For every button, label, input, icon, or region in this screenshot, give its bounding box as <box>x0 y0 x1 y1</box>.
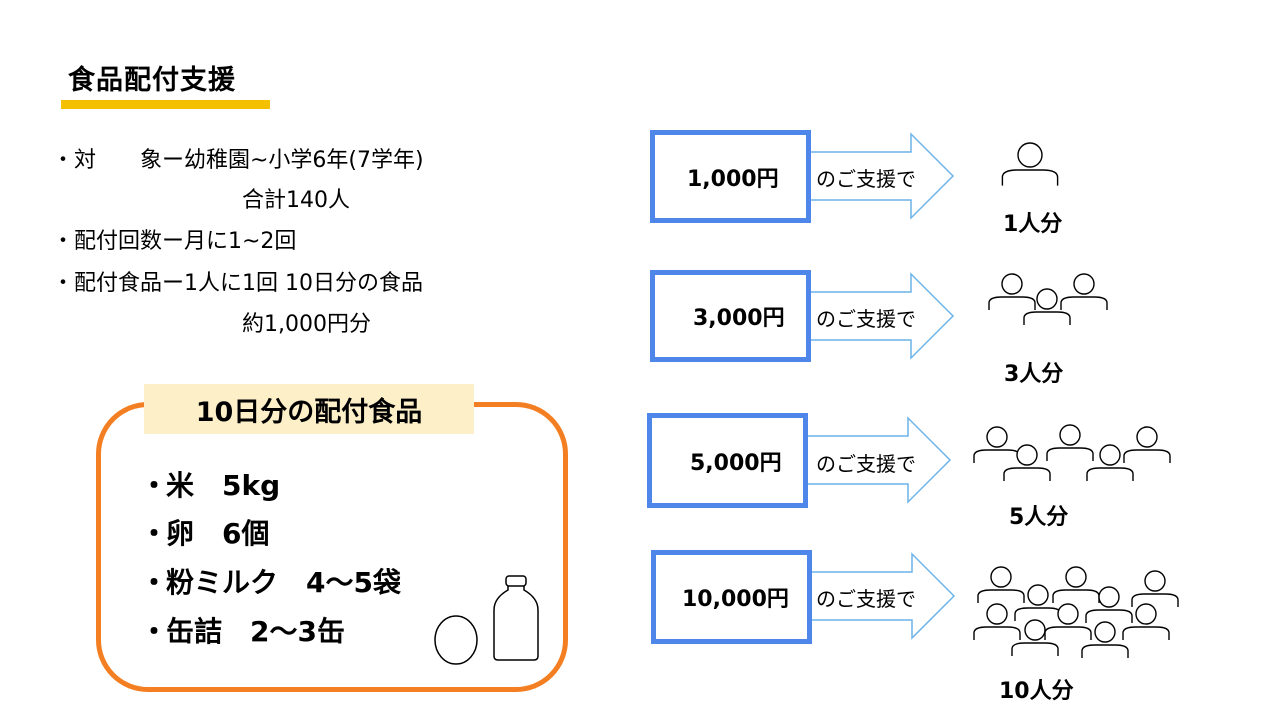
arrow-label: のご支援で <box>816 167 916 191</box>
food-item-rice: ・米 5kg <box>140 464 280 504</box>
person-icon <box>1131 570 1179 607</box>
food-box-heading: 10日分の配付食品 <box>144 384 474 434</box>
arrow-right-icon <box>811 272 955 360</box>
arrow-right-icon <box>811 132 955 220</box>
bullet: ・ <box>140 615 169 648</box>
people-group-5 <box>973 424 1171 481</box>
person-icon <box>1044 603 1092 640</box>
person-icon <box>1081 621 1129 658</box>
person-icon <box>1123 426 1171 463</box>
frequency-line: ・配付回数ー月に1~2回 <box>52 229 297 254</box>
arrow-label: のご支援で <box>816 307 916 331</box>
amount-box-5000: 5,000円 <box>647 413 808 508</box>
milk-bottle-icon <box>493 575 539 661</box>
food-item-text: 缶詰 2〜3缶 <box>166 615 345 648</box>
amount-box-10000: 10,000円 <box>651 550 812 644</box>
food-item-text: 米 5kg <box>166 469 281 502</box>
person-icon <box>1060 273 1108 310</box>
bullet: ・ <box>140 566 169 599</box>
bullet: ・ <box>140 517 169 550</box>
people-group-3 <box>988 273 1108 325</box>
food-item-text: 粉ミルク 4〜5袋 <box>166 566 401 599</box>
arrow-label: のご支援で <box>816 452 916 476</box>
person-icon <box>973 603 1021 640</box>
person-icon <box>977 566 1025 603</box>
food-item-eggs: ・卵 6個 <box>140 512 269 552</box>
person-icon <box>1052 566 1100 603</box>
food-value: 約1,000円分 <box>242 312 371 337</box>
amount-box-3000: 3,000円 <box>650 270 811 362</box>
page-title: 食品配付支援 <box>68 65 236 96</box>
person-icon <box>1023 288 1071 325</box>
bullet: ・ <box>140 469 169 502</box>
people-label-10: 10人分 <box>999 679 1074 704</box>
person-icon <box>1011 619 1059 656</box>
food-item-canned: ・缶詰 2〜3缶 <box>140 610 345 650</box>
amount-box-1000: 1,000円 <box>650 130 811 223</box>
person-icon <box>1014 584 1062 621</box>
person-icon <box>1085 586 1133 623</box>
people-label-3: 3人分 <box>1004 362 1064 387</box>
target-line: ・対 象ー幼稚園~小学6年(7学年) <box>52 148 424 173</box>
person-icon <box>1122 603 1170 640</box>
person-icon <box>1086 444 1134 481</box>
food-icons <box>434 575 539 665</box>
arrow-right-icon <box>812 552 956 640</box>
food-item-milk-powder: ・粉ミルク 4〜5袋 <box>140 561 401 601</box>
title-underline <box>61 100 270 109</box>
people-label-5: 5人分 <box>1009 505 1069 530</box>
people-group-1 <box>1001 142 1059 186</box>
food-item-text: 卵 6個 <box>166 517 270 550</box>
person-icon <box>988 273 1036 310</box>
people-group-10 <box>973 566 1179 658</box>
person-icon <box>1001 142 1059 186</box>
arrow-right-icon <box>808 416 952 504</box>
person-icon <box>1003 444 1051 481</box>
person-icon <box>973 426 1021 463</box>
people-label-1: 1人分 <box>1003 212 1063 237</box>
egg-icon <box>434 615 478 665</box>
food-line: ・配付食品ー1人に1回 10日分の食品 <box>52 271 423 296</box>
arrow-label: のご支援で <box>816 587 916 611</box>
target-total: 合計140人 <box>242 188 350 213</box>
person-icon <box>1046 424 1094 461</box>
